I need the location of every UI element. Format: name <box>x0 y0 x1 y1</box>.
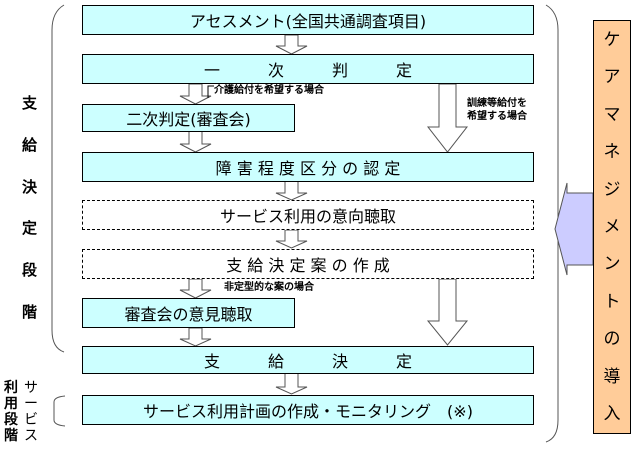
note-care-benefit: 介護給付を希望する場合 <box>214 85 324 96</box>
step-label: 障 害 程 度 区 分 の 認 定 <box>215 159 401 178</box>
step-planning: サービス利用計画の作成・モニタリング (※) <box>82 395 534 425</box>
step-label: 一 次 判 定 <box>203 61 412 80</box>
phase-char: 利 <box>4 380 18 396</box>
arrow-primary-to-secondary <box>179 83 212 105</box>
phase-char: 階 <box>22 302 38 321</box>
decision-phase-label: 支 給 決 定 段 階 <box>22 92 37 322</box>
step-label: サービス利用計画の作成・モニタリング (※) <box>143 402 473 421</box>
step-label: アセスメント(全国共通調査項目) <box>189 12 427 31</box>
care-char: ケ <box>603 29 621 50</box>
step-label: 二次判定(審査会) <box>126 110 251 129</box>
care-char: ン <box>603 254 621 275</box>
phase-char: 段 <box>22 261 38 280</box>
phase-char: ス <box>24 428 38 444</box>
step-label: 審査会の意見聴取 <box>124 305 253 324</box>
care-char: 導 <box>603 366 621 387</box>
usage-phase-label-col1: 利 用 段 階 <box>4 380 18 444</box>
step-classification: 障 害 程 度 区 分 の 認 定 <box>82 152 534 182</box>
step-label: 支 給 決 定 <box>203 352 412 371</box>
arrow-draft-to-decision <box>426 278 469 346</box>
step-secondary-judgment: 二次判定(審査会) <box>82 104 295 132</box>
phase-char: 給 <box>22 135 38 154</box>
step-assessment: アセスメント(全国共通調査項目) <box>82 5 534 35</box>
phase-char: 支 <box>22 94 38 112</box>
care-char: メ <box>603 216 621 237</box>
arrow-hearing-to-draft <box>275 229 308 249</box>
step-label: サービス利用の意向聴取 <box>219 207 396 226</box>
care-benefit-leader <box>207 85 214 98</box>
care-char: の <box>603 329 621 350</box>
phase-char: ビ <box>24 412 38 428</box>
phase-char: 用 <box>4 396 18 412</box>
arrow-training-to-classification <box>426 83 469 153</box>
step-decision: 支 給 決 定 <box>82 346 534 374</box>
care-management-arrow <box>554 182 594 276</box>
arrow-decision-to-planning <box>275 372 308 395</box>
note-atypical: 非定型的な案の場合 <box>224 282 314 293</box>
care-char: ト <box>603 291 621 312</box>
step-label: 支 給 決 定 案 の 作 成 <box>226 256 390 275</box>
arrow-assessment-to-primary <box>275 34 308 55</box>
phase-char: 決 <box>22 177 38 196</box>
phase-char: 段 <box>4 412 18 428</box>
care-char: ア <box>603 67 621 88</box>
phase-char: ー <box>24 396 38 412</box>
arrow-draft-to-committee <box>179 278 212 299</box>
step-primary-judgment: 一 次 判 定 <box>82 54 534 84</box>
care-char: マ <box>603 104 621 125</box>
care-char: ジ <box>603 179 621 200</box>
phase-char: 階 <box>4 428 18 444</box>
step-hearing: サービス利用の意向聴取 <box>82 200 534 230</box>
phase-char: サ <box>24 380 38 396</box>
step-draft: 支 給 決 定 案 の 作 成 <box>82 249 534 279</box>
usage-phase-label-col2: サ ー ビ ス <box>24 380 38 444</box>
arrow-secondary-to-classification <box>179 130 212 153</box>
arrow-classification-to-hearing <box>275 180 308 201</box>
phase-char: 定 <box>22 219 38 238</box>
care-char: ネ <box>603 142 621 163</box>
care-char: 入 <box>603 404 621 425</box>
decision-phase-bracket <box>51 4 65 353</box>
care-management-box: ケ ア マ ネ ジ メ ン ト の 導 入 <box>593 20 631 434</box>
note-training-benefit: 訓練等給付を 希望する場合 <box>467 98 527 122</box>
step-committee: 審査会の意見聴取 <box>82 298 295 328</box>
arrow-committee-to-decision <box>179 327 212 347</box>
usage-phase-bracket <box>53 395 66 427</box>
